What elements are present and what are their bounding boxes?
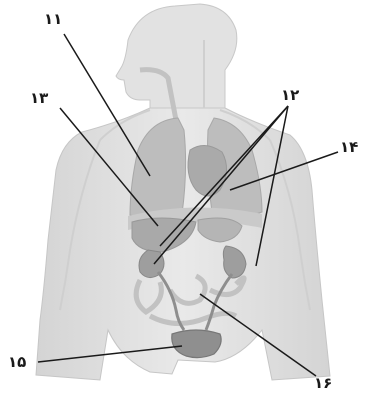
- head-silhouette: [116, 4, 237, 108]
- label-14: ۱۴: [340, 140, 358, 155]
- label-13: ۱۳: [30, 91, 48, 106]
- label-11: ۱۱: [44, 12, 62, 27]
- label-15: ۱۵: [8, 355, 26, 370]
- label-16: ۱۶: [314, 376, 332, 391]
- label-12: ۱۲: [281, 88, 299, 103]
